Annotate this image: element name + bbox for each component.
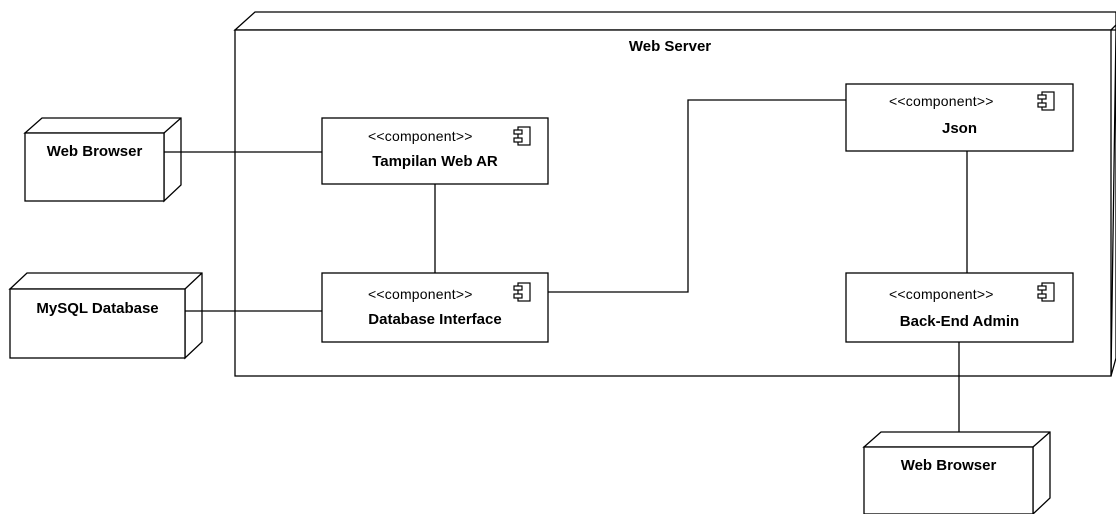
component-box-database-interface <box>321 272 549 343</box>
component-label-json: Json <box>941 120 977 137</box>
node-label-mysql-database: MySQL Database <box>36 300 159 317</box>
component-box-json <box>845 83 1074 152</box>
component-box-tampilan <box>321 117 549 185</box>
stereotype-database-interface: <<component>> <box>368 286 473 302</box>
web-server-title: Web Server <box>628 38 712 55</box>
component-label-backend: Back-End Admin <box>899 313 1020 330</box>
link-dbinterface-json <box>548 99 846 293</box>
stereotype-backend: <<component>> <box>889 286 994 302</box>
component-icon <box>513 282 531 302</box>
web-browser-node-left <box>23 117 182 203</box>
stereotype-tampilan: <<component>> <box>368 128 473 144</box>
component-box-backend <box>845 272 1074 343</box>
node-label-web-browser-left: Web Browser <box>46 143 143 160</box>
node-label-web-browser-bottom: Web Browser <box>900 457 997 474</box>
component-icon <box>513 126 531 146</box>
component-icon <box>1037 91 1055 111</box>
component-icon <box>1037 282 1055 302</box>
stereotype-json: <<component>> <box>889 93 994 109</box>
component-label-database-interface: Database Interface <box>368 311 502 328</box>
connectors <box>164 99 968 432</box>
component-label-tampilan: Tampilan Web AR <box>372 153 498 170</box>
mysql-database-node <box>8 272 203 360</box>
web-browser-node-bottom <box>862 431 1051 514</box>
